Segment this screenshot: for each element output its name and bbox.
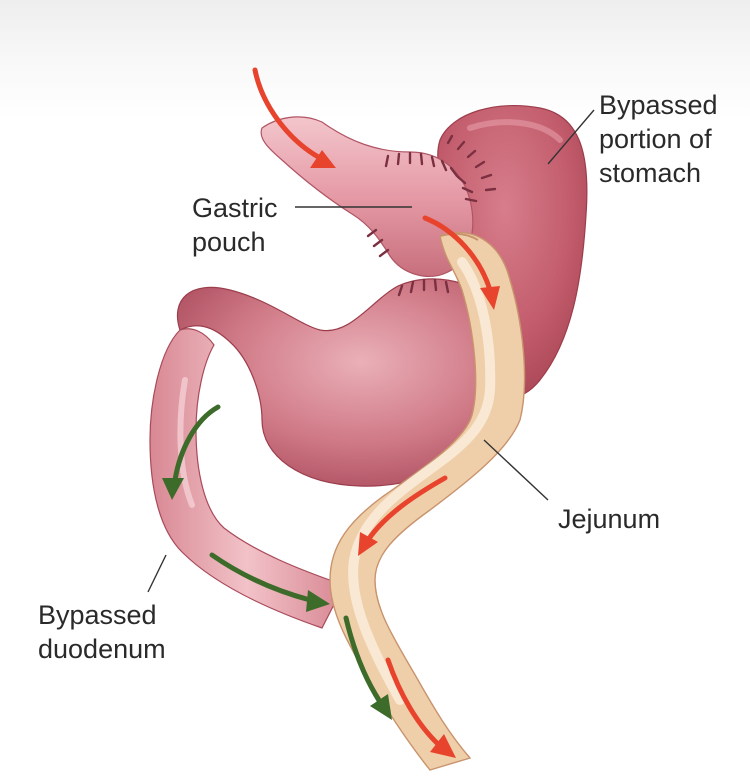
leader-duodenum	[147, 554, 167, 593]
red-arrow-icon	[252, 67, 336, 168]
green-arrow-icon	[162, 404, 221, 500]
red-arrow-icon	[385, 657, 456, 758]
red-arrow-icon	[422, 215, 500, 310]
leader-jejunum	[483, 439, 549, 501]
label-bypassed-duodenum-line-2: duodenum	[38, 634, 166, 664]
digestive-flow-arrows	[162, 404, 392, 720]
jejunum	[329, 231, 526, 771]
label-bypassed-stomach-line-2: portion of	[599, 124, 712, 154]
label-bypassed-stomach-line-1: Bypassed	[599, 90, 718, 120]
green-arrow-icon	[343, 615, 392, 720]
staple-lines	[366, 134, 497, 297]
food-flow-arrows	[252, 67, 500, 758]
leader-lines	[147, 109, 595, 593]
leader-bypassed-stomach	[547, 109, 595, 165]
label-bypassed-duodenum-line-1: Bypassed	[38, 600, 157, 630]
label-bypassed-stomach: Bypassed portion of stomach	[599, 88, 718, 190]
label-gastric-pouch-line-2: pouch	[192, 227, 266, 257]
label-gastric-pouch-line-1: Gastric	[192, 193, 278, 223]
duodenum	[149, 328, 345, 629]
label-jejunum-line-1: Jejunum	[558, 504, 661, 534]
label-jejunum: Jejunum	[558, 502, 660, 536]
green-arrow-icon	[209, 552, 330, 612]
label-gastric-pouch: Gastric pouch	[192, 191, 278, 259]
label-bypassed-duodenum: Bypassed duodenum	[38, 598, 166, 666]
red-arrow-icon	[358, 475, 448, 556]
label-bypassed-stomach-line-3: stomach	[599, 158, 702, 188]
